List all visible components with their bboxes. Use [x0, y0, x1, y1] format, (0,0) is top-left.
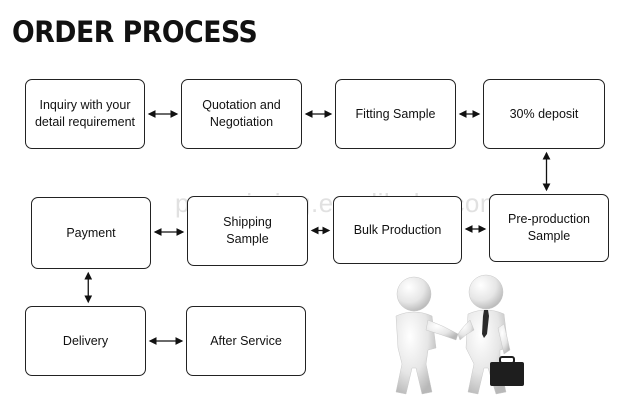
node-fitting-sample: Fitting Sample [335, 79, 456, 149]
node-payment: Payment [31, 197, 151, 269]
handshake-figures-illustration [395, 274, 524, 395]
node-after-service: After Service [186, 306, 306, 376]
node-deposit: 30% deposit [483, 79, 605, 149]
node-preproduction-sample: Pre-production Sample [489, 194, 609, 262]
node-inquiry: Inquiry with your detail requirement [25, 79, 145, 149]
tie [482, 310, 489, 338]
node-bulk-production: Bulk Production [333, 196, 462, 264]
node-shipping-sample: Shipping Sample [187, 196, 308, 266]
node-quotation: Quotation and Negotiation [181, 79, 302, 149]
briefcase-icon [490, 356, 524, 386]
node-delivery: Delivery [25, 306, 146, 376]
left-figure [395, 276, 459, 395]
page-title: ORDER PROCESS [12, 15, 258, 49]
